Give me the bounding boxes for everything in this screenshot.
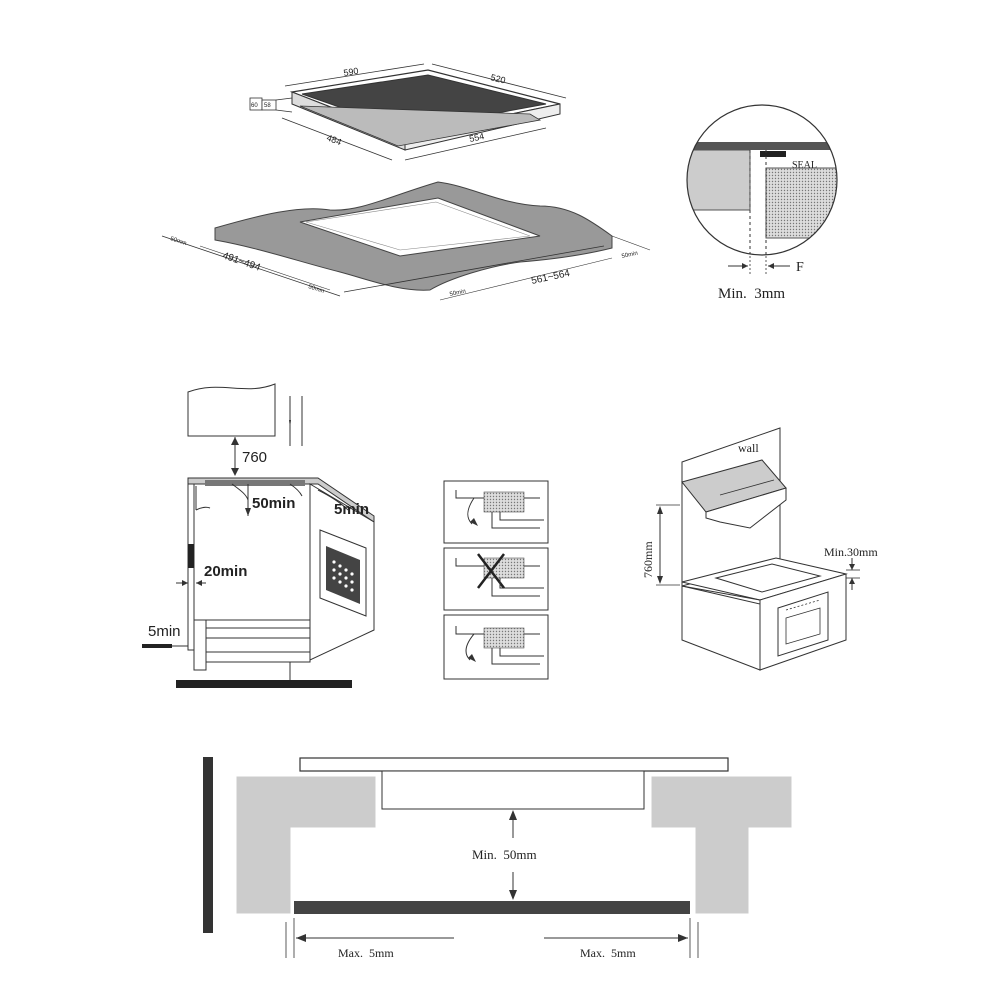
dim-top-gap: 50min: [252, 495, 295, 512]
dim-rear-gap: 5min: [148, 623, 181, 640]
bottom-hob-body: [381, 770, 645, 810]
left-wall: [203, 757, 213, 933]
left-cabinet: [236, 776, 376, 914]
dim-hob-height-glass: 58: [264, 103, 271, 109]
wall-installation: wall 760mm Min.30mm: [641, 427, 878, 671]
wall-hob: [714, 563, 822, 593]
cable-panel-wrong: [443, 547, 549, 611]
dim-worktop-front-min: 50min: [307, 284, 324, 295]
wall-label: wall: [738, 441, 759, 455]
dim-worktop-cutout-width: 561~564: [530, 268, 571, 287]
worktop-drawing: 50mm 491~494 561~564 50min 50min 50min: [161, 181, 651, 301]
dim-side-gap: 5min: [334, 501, 369, 518]
wall-hood-front: [705, 487, 787, 529]
hood-shape: [187, 383, 276, 437]
dim-hob-cutout-width: 484: [325, 133, 343, 148]
dim-worktop-min-edge: 50mm: [169, 236, 187, 247]
bottom-panel: [294, 901, 690, 914]
hob-drawing: 590 520 484 554 60 58: [249, 63, 567, 161]
cable-panel-correct-2: [443, 614, 549, 680]
cabinet-section: 760 50min 5min: [142, 383, 375, 688]
wall-cabinet-side: [681, 585, 761, 671]
right-cabinet: [651, 776, 792, 914]
seal-label: SEAL: [792, 160, 817, 171]
dim-worktop-side-min: 50min: [449, 289, 466, 298]
dim-worktop-cutout-depth: 491~494: [221, 250, 262, 273]
dim-wall-gap: 20min: [204, 563, 247, 580]
bottom-hob-glass: [299, 757, 729, 772]
bottom-section: Min. 50mm Max. 5mm Max. 5mm: [203, 757, 792, 960]
dim-bottom-min-gap: Min. 50mm: [472, 847, 537, 862]
dim-hob-width: 590: [343, 66, 359, 78]
cable-panels: [443, 480, 549, 680]
hob-base: [299, 105, 542, 147]
worktop-cutout-inner: [305, 201, 531, 251]
dim-bottom-right-max: Max. 5mm: [580, 946, 636, 960]
dim-wall-min-clearance: Min.30mm: [824, 545, 878, 559]
dim-worktop-back-min: 50min: [621, 251, 638, 260]
dim-wall-hood-height: 760mm: [641, 541, 655, 578]
dim-bottom-left-max: Max. 5mm: [338, 946, 394, 960]
seal-detail: SEAL F Min. 3mm: [686, 104, 838, 302]
seal-f-label: F: [796, 260, 804, 275]
seal-min-label: Min. 3mm: [718, 286, 785, 302]
dim-hob-cutout-depth: 554: [468, 131, 485, 144]
cable-panel-correct-1: [443, 480, 549, 544]
dim-hob-height-total: 60: [251, 103, 258, 109]
dim-hood-height: 760: [242, 449, 267, 466]
dim-hob-depth: 520: [490, 72, 507, 85]
